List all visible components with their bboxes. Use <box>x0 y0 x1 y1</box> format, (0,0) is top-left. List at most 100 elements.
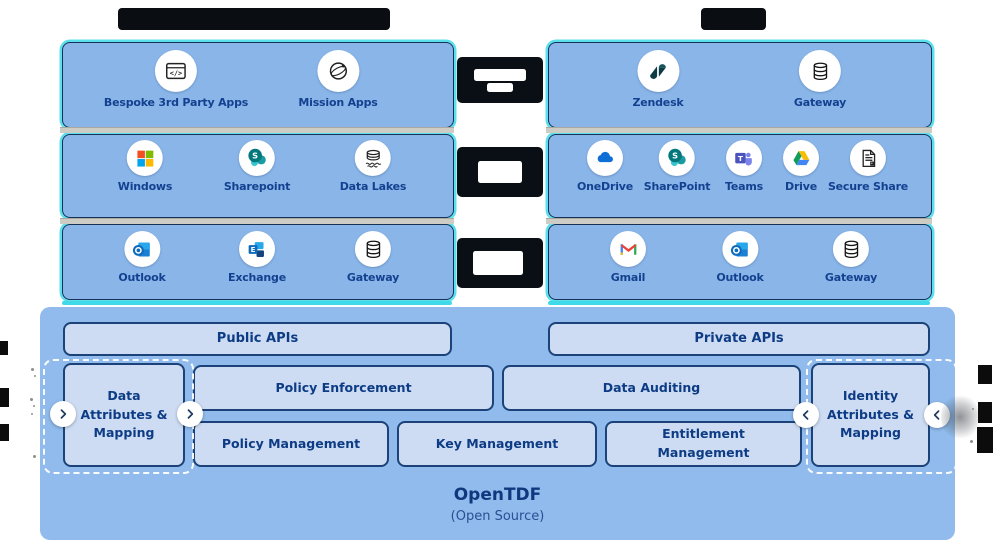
app-item-sharepoint: S SharePoint <box>643 140 711 193</box>
connector-box-row3 <box>457 238 543 288</box>
app-label: SharePoint <box>643 180 711 193</box>
chevron-right-button[interactable] <box>50 401 76 427</box>
gateway-icon <box>799 50 841 92</box>
public-apis-bar: Public APIs <box>63 322 452 356</box>
illegible-label-blob <box>473 251 523 275</box>
separator-strip <box>546 218 932 224</box>
illegible-label-blob <box>478 161 522 183</box>
app-item-mission-apps: Mission Apps <box>298 50 378 109</box>
app-item-outlook: Outlook <box>716 231 764 284</box>
app-item-windows: Windows <box>118 140 172 193</box>
edge-artifact <box>30 398 33 401</box>
cyan-accent-line <box>62 301 452 305</box>
app-label: Sharepoint <box>223 180 291 193</box>
platform-title: OpenTDF <box>453 485 542 505</box>
chevron-left-icon <box>933 410 940 420</box>
chevron-right-button[interactable] <box>177 401 203 427</box>
zendesk-icon <box>636 50 679 92</box>
app-label: Gateway <box>346 271 400 284</box>
edge-artifact <box>33 455 36 458</box>
separator-strip <box>60 218 454 224</box>
connector-box-row1 <box>457 57 543 103</box>
edge-artifact <box>0 341 8 355</box>
outlook-icon <box>722 231 758 267</box>
app-item-gateway: Gateway <box>825 231 877 284</box>
app-label: Bespoke 3rd Party Apps <box>103 96 249 109</box>
app-item-zendesk: Zendesk <box>632 50 684 109</box>
app-label: Gmail <box>610 271 646 284</box>
edge-artifact <box>941 393 979 441</box>
edge-artifact <box>34 375 36 377</box>
edge-artifact <box>33 405 35 407</box>
app-item-sharepoint: S Sharepoint <box>224 140 290 193</box>
app-label: Drive <box>785 180 817 193</box>
data-lakes-icon <box>355 140 391 176</box>
gateway-icon <box>355 231 391 267</box>
module-policy-enforcement: Policy Enforcement <box>193 365 494 411</box>
app-label: Secure Share <box>827 180 909 193</box>
app-label: Windows <box>117 180 173 193</box>
app-item-data-lakes: Data Lakes <box>339 140 407 193</box>
edge-artifact <box>31 413 33 415</box>
app-item-gateway: Gateway <box>794 50 846 109</box>
app-label: Exchange <box>228 271 286 284</box>
app-label: OneDrive <box>577 180 633 193</box>
svg-text:S: S <box>672 151 678 161</box>
private-apis-bar: Private APIs <box>548 322 930 356</box>
outlook-icon <box>124 231 160 267</box>
gmail-icon <box>610 231 646 267</box>
bespoke-apps-icon: </> <box>154 50 197 92</box>
app-item-outlook: Outlook <box>118 231 166 284</box>
app-item-gateway: Gateway <box>347 231 399 284</box>
edge-artifact <box>31 368 34 371</box>
separator-strip <box>546 127 932 133</box>
cyan-accent-line <box>548 301 930 305</box>
onedrive-icon <box>587 140 623 176</box>
app-label: Data Lakes <box>339 180 407 193</box>
separator-strip <box>60 127 454 133</box>
app-label: Teams <box>725 180 763 193</box>
module-policy-management: Policy Management <box>193 421 389 467</box>
connector-box-row2 <box>457 147 543 197</box>
chevron-left-button[interactable] <box>793 402 819 428</box>
chevron-left-icon <box>802 410 809 420</box>
edge-artifact <box>978 402 992 423</box>
module-key-management: Key Management <box>397 421 597 467</box>
svg-text:S: S <box>252 151 258 161</box>
drive-icon <box>783 140 819 176</box>
right-panel-row1-card <box>548 42 932 128</box>
app-label: Outlook <box>118 271 166 284</box>
app-item-drive: Drive <box>783 140 819 193</box>
edge-artifact <box>970 440 973 443</box>
exchange-icon: E <box>238 231 275 267</box>
app-item-bespoke-apps: </> Bespoke 3rd Party Apps <box>104 50 248 109</box>
svg-text:T: T <box>738 153 744 162</box>
app-label: Outlook <box>716 271 764 284</box>
module-data-auditing: Data Auditing <box>502 365 801 411</box>
secure-share-icon <box>850 140 886 176</box>
illegible-label-blob <box>474 69 526 81</box>
windows-icon <box>126 140 163 176</box>
app-label: Mission Apps <box>298 96 378 109</box>
edge-artifact <box>978 365 992 384</box>
sharepoint-icon: S <box>658 140 695 176</box>
module-entitlement-management: Entitlement Management <box>605 421 802 467</box>
platform-subtitle: (Open Source) <box>450 509 545 524</box>
app-item-teams: T Teams <box>725 140 763 193</box>
edge-artifact <box>977 427 993 453</box>
app-label: Gateway <box>824 271 878 284</box>
left-title-redacted-bar <box>118 8 390 30</box>
edge-artifact <box>972 408 974 410</box>
left-panel-row1-card <box>62 42 454 128</box>
module-identity-attributes-mapping: Identity Attributes & Mapping <box>811 363 930 467</box>
illegible-label-blob <box>487 83 513 92</box>
edge-artifact <box>0 424 9 441</box>
chevron-right-icon <box>60 409 67 419</box>
teams-icon: T <box>726 140 762 176</box>
svg-text:</>: </> <box>170 70 182 78</box>
right-title-redacted-bar <box>701 8 766 30</box>
app-item-exchange: E Exchange <box>228 231 286 284</box>
app-label: Zendesk <box>632 96 684 109</box>
gateway-icon <box>833 231 869 267</box>
